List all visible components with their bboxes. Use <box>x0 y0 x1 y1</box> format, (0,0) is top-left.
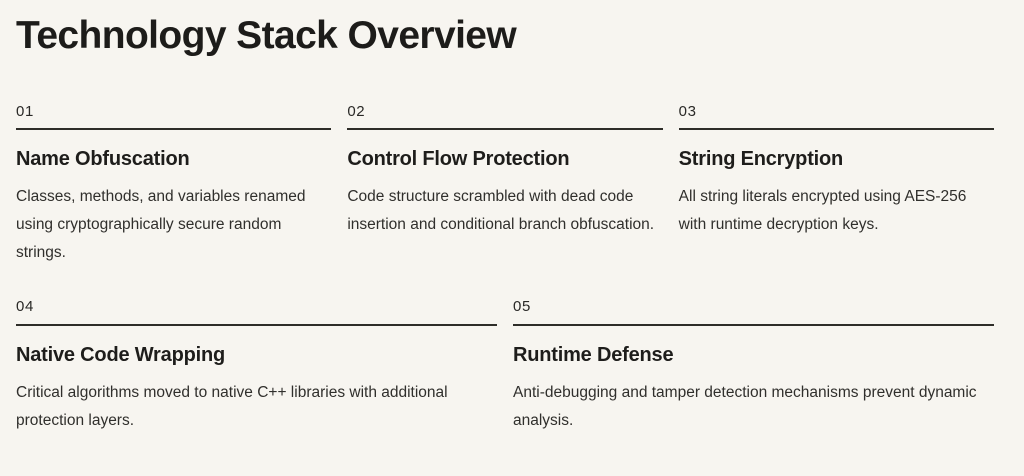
card-title: Native Code Wrapping <box>16 343 225 366</box>
card-number: 03 <box>678 102 697 120</box>
card-title: Name Obfuscation <box>16 148 190 171</box>
card-number: 04 <box>16 298 34 316</box>
stack-grid-row-2: 04 Native Code Wrapping Critical algorit… <box>16 297 994 435</box>
card-divider <box>513 323 994 326</box>
card-divider <box>16 323 497 326</box>
stack-grid-row-1: 01 Name Obfuscation Classes, methods, an… <box>16 102 994 268</box>
card-divider <box>678 128 994 131</box>
card-divider <box>347 128 663 131</box>
card-title: Runtime Defense <box>513 343 674 366</box>
stack-card-string-encryption: 03 String Encryption All string literals… <box>678 102 994 268</box>
card-number: 01 <box>16 102 34 120</box>
page-title: Technology Stack Overview <box>16 14 517 57</box>
card-divider <box>16 128 332 131</box>
card-title: String Encryption <box>678 148 844 171</box>
card-description: All string literals encrypted using AES-… <box>678 188 967 234</box>
card-number: 05 <box>513 298 531 316</box>
card-description: Anti-debugging and tamper detection mech… <box>513 383 977 429</box>
card-title: Control Flow Protection <box>347 148 570 171</box>
card-number: 02 <box>347 102 366 120</box>
card-description: Critical algorithms moved to native C++ … <box>16 383 448 429</box>
stack-card-native-code-wrapping: 04 Native Code Wrapping Critical algorit… <box>16 297 497 435</box>
stack-card-runtime-defense: 05 Runtime Defense Anti-debugging and ta… <box>513 297 994 435</box>
stack-card-control-flow-protection: 02 Control Flow Protection Code structur… <box>347 102 663 268</box>
card-description: Code structure scrambled with dead code … <box>347 188 655 234</box>
card-description: Classes, methods, and variables renamed … <box>16 188 306 262</box>
technology-stack-section: Technology Stack Overview 01 Name Obfusc… <box>16 14 994 435</box>
stack-card-name-obfuscation: 01 Name Obfuscation Classes, methods, an… <box>16 102 332 268</box>
